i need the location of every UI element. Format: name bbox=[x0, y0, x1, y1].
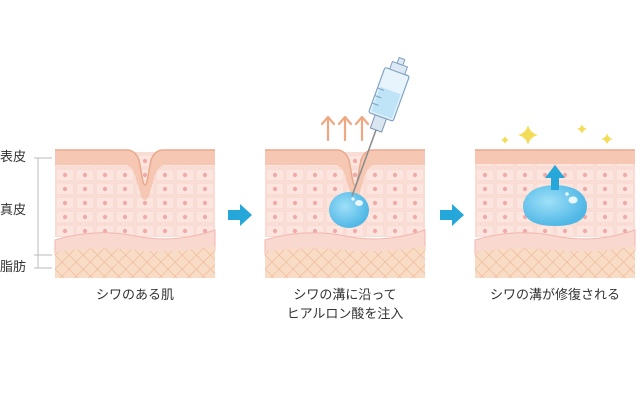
caption-step-3: シワの溝が修復される bbox=[489, 288, 620, 303]
caption-step-2-line-1: シワの溝に沿って bbox=[293, 288, 397, 303]
layer-bracket bbox=[34, 157, 52, 269]
caption-step-1: シワのある肌 bbox=[95, 288, 174, 303]
filler-blob-large bbox=[523, 185, 587, 226]
filler-blob bbox=[329, 192, 369, 228]
label-dermis: 真皮 bbox=[0, 203, 27, 218]
sparkle-icon bbox=[501, 124, 613, 145]
skin-panel-repaired bbox=[474, 149, 636, 278]
caption-step-2-line-2: ヒアルロン酸を注入 bbox=[286, 307, 404, 322]
syringe-icon bbox=[351, 56, 410, 197]
arrow-up-icon bbox=[545, 165, 565, 190]
arrow-up-icon bbox=[320, 115, 370, 142]
arrow-right-icon bbox=[228, 204, 464, 226]
label-epidermis: 表皮 bbox=[0, 150, 27, 165]
skin-panel-wrinkled bbox=[54, 149, 216, 278]
skin-panel-injection bbox=[264, 149, 426, 278]
label-subcutaneous-fat: 脂肪 bbox=[0, 260, 27, 275]
